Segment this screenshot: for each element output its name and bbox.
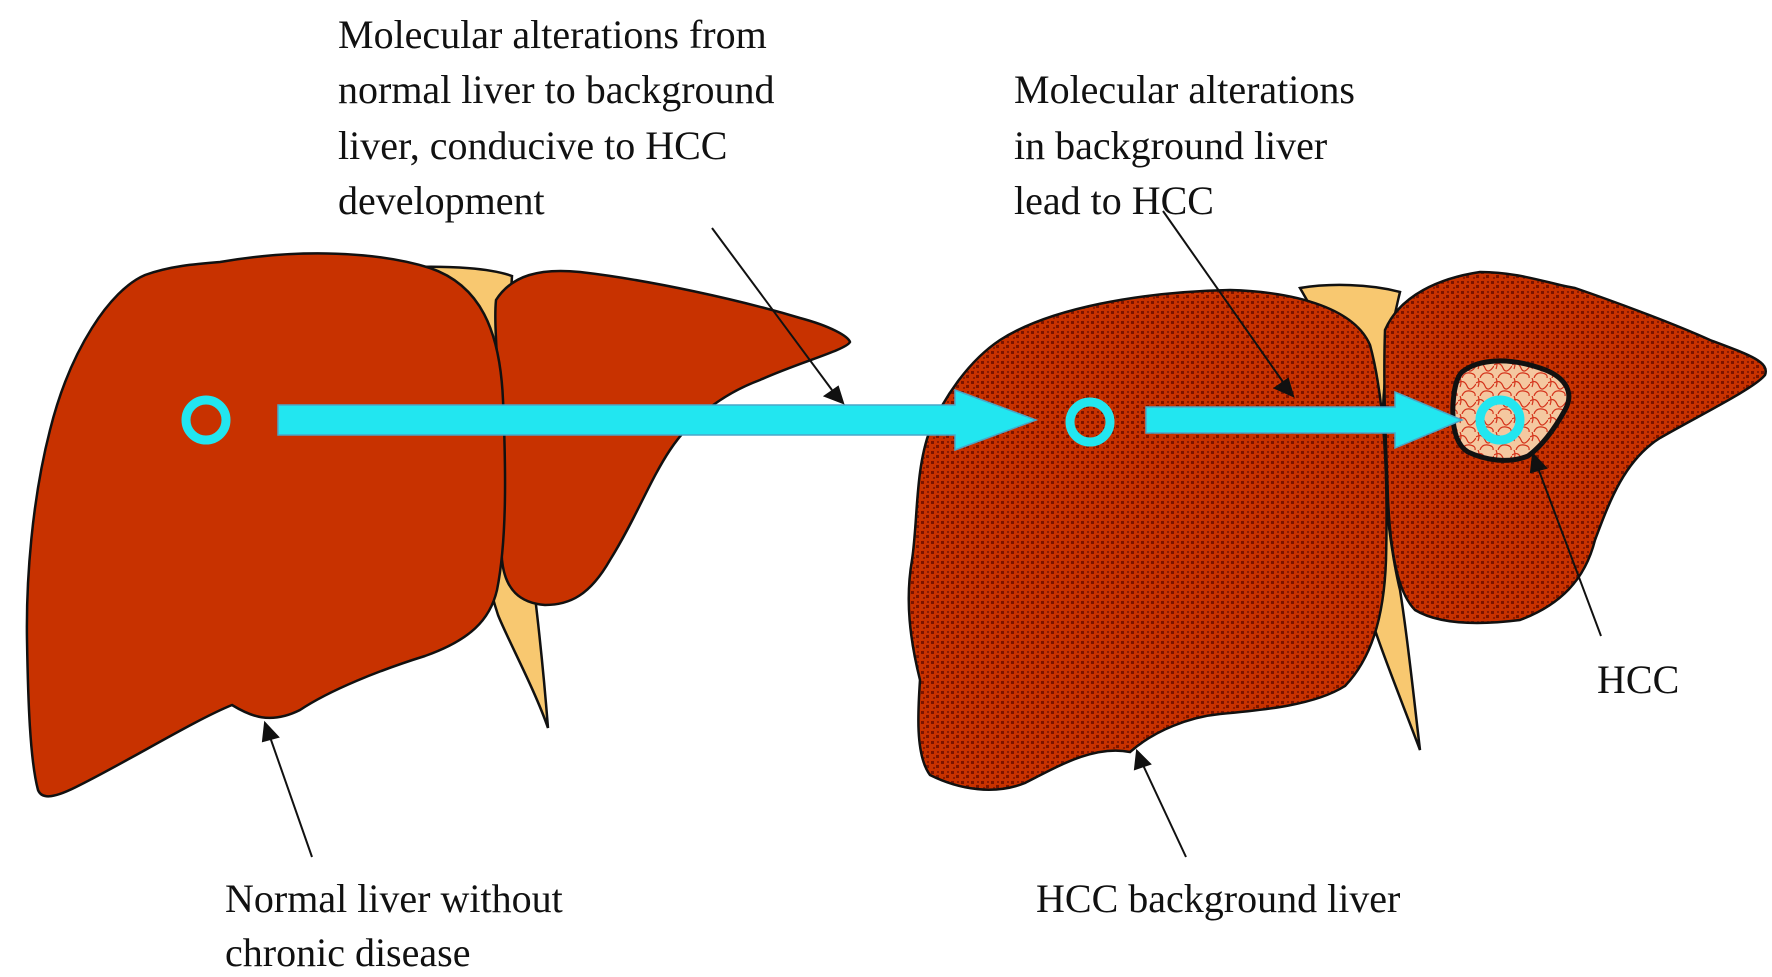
leader-hcc [1537, 467, 1602, 637]
normal-liver [25, 252, 852, 798]
arrow-background-to-hcc [1145, 390, 1464, 450]
leader-normal-liver [269, 736, 313, 858]
hcc-ring [1475, 395, 1525, 445]
label-top-right: Molecular alterations in background live… [1014, 67, 1365, 223]
background-liver [907, 270, 1767, 791]
leader-hcc-head [1529, 451, 1548, 474]
label-top-left-line: Molecular alterations from [338, 12, 767, 57]
normal-liver-left-lobe [494, 269, 852, 607]
leader-top-left-head [822, 385, 845, 405]
label-hcc: HCC [1597, 657, 1679, 702]
arrow-normal-to-background [277, 388, 1039, 452]
leader-top-right [1162, 210, 1284, 383]
leader-normal-liver-head [261, 720, 280, 743]
leader-top-left [711, 227, 833, 391]
leader-top-right-head [1272, 377, 1295, 398]
label-top-right-line: in background liver [1014, 123, 1327, 168]
label-top-right-line: lead to HCC [1014, 178, 1214, 223]
label-top-left-line: normal liver to background [338, 67, 775, 112]
label-background-liver: HCC background liver [1036, 876, 1400, 921]
background-liver-left-lobe [1383, 270, 1767, 625]
label-top-left-line: liver, conducive to HCC [338, 123, 727, 168]
leader-lines [261, 210, 1602, 858]
leader-background-liver-head [1133, 748, 1152, 771]
normal-liver-ring [181, 395, 231, 445]
label-top-right-line: Molecular alterations [1014, 67, 1355, 112]
label-normal-liver-line: Normal liver without [225, 876, 563, 921]
label-top-left: Molecular alterations from normal liver … [338, 12, 785, 223]
leader-background-liver [1142, 764, 1187, 858]
progression-arrows [181, 388, 1525, 452]
normal-liver-right-lobe [25, 252, 507, 798]
background-liver-right-lobe [907, 288, 1388, 791]
background-liver-ring [1065, 397, 1115, 447]
label-top-left-line: development [338, 178, 545, 223]
label-normal-liver-line: chronic disease [225, 930, 470, 975]
label-normal-liver: Normal liver without chronic disease [225, 876, 573, 975]
